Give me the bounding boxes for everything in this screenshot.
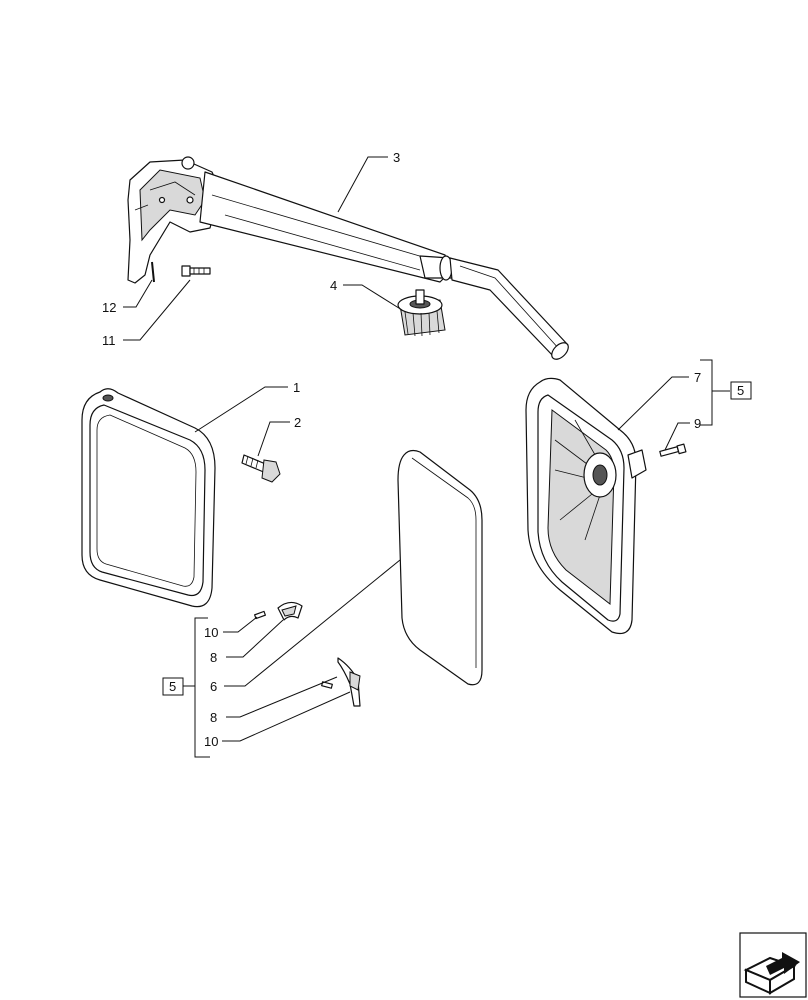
screw-part-11 xyxy=(181,265,211,277)
mirror-glass-part-6 xyxy=(397,449,483,686)
mirror-seal-part-1 xyxy=(81,388,216,608)
screw-part-10-upper xyxy=(254,610,266,620)
callout-2: 2 xyxy=(294,415,301,430)
screw-part-10-lower xyxy=(321,681,333,689)
callout-5-left: 5 xyxy=(169,679,176,694)
callout-8-bottom: 8 xyxy=(210,710,217,725)
mirror-arm-part-3 xyxy=(127,156,569,360)
callout-7: 7 xyxy=(694,370,701,385)
callout-12: 12 xyxy=(102,300,116,315)
mirror-housing-part-7 xyxy=(525,377,647,635)
callout-3: 3 xyxy=(393,150,400,165)
callout-5-right: 5 xyxy=(737,383,744,398)
callout-11: 11 xyxy=(102,333,116,348)
callout-labels: 3 12 11 4 1 2 7 9 10 8 6 8 10 5 5 xyxy=(102,150,752,749)
knob-part-4 xyxy=(397,289,446,337)
clip-part-8-upper xyxy=(277,601,303,621)
next-page-arrow-icon[interactable] xyxy=(739,932,807,998)
callout-6: 6 xyxy=(210,679,217,694)
screw-part-9 xyxy=(659,443,687,457)
callout-1: 1 xyxy=(293,380,300,395)
callout-4: 4 xyxy=(330,278,337,293)
callout-8-top: 8 xyxy=(210,650,217,665)
callout-10-top: 10 xyxy=(204,625,218,640)
callout-9: 9 xyxy=(694,416,701,431)
bolt-part-2 xyxy=(241,454,281,483)
pin-part-12 xyxy=(151,261,155,283)
callout-10-bottom: 10 xyxy=(204,734,218,749)
leader-lines xyxy=(123,156,730,758)
clip-part-8-lower xyxy=(337,657,361,707)
